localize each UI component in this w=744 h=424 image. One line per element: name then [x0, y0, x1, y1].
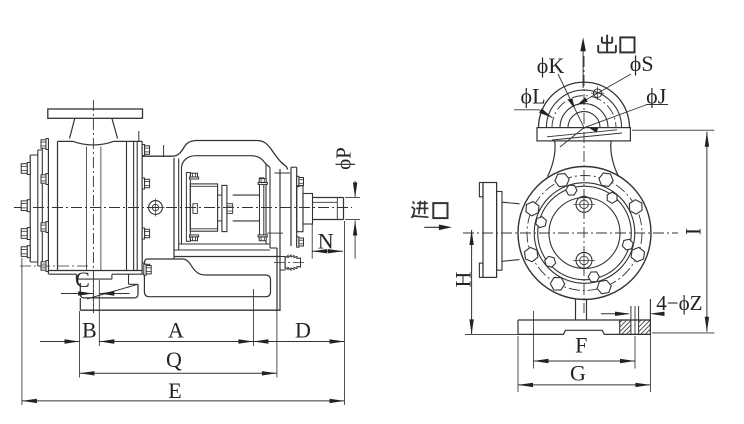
- svg-text:E: E: [168, 378, 181, 403]
- svg-text:G: G: [570, 361, 586, 386]
- svg-text:N: N: [318, 229, 334, 254]
- svg-text:H: H: [451, 271, 476, 287]
- svg-text:Q: Q: [166, 347, 182, 372]
- svg-text:B: B: [82, 318, 97, 343]
- svg-text:ϕP: ϕP: [332, 147, 356, 170]
- svg-text:A: A: [168, 318, 184, 343]
- svg-text:ϕK: ϕK: [537, 53, 565, 78]
- svg-text:I: I: [681, 228, 706, 235]
- svg-text:C: C: [75, 267, 90, 292]
- svg-text:4−ϕZ: 4−ϕZ: [656, 291, 702, 315]
- svg-text:F: F: [575, 333, 587, 358]
- svg-text:ϕL: ϕL: [520, 84, 545, 109]
- svg-text:ϕS: ϕS: [630, 51, 654, 76]
- svg-text:ϕJ: ϕJ: [646, 84, 667, 109]
- svg-text:D: D: [295, 318, 311, 343]
